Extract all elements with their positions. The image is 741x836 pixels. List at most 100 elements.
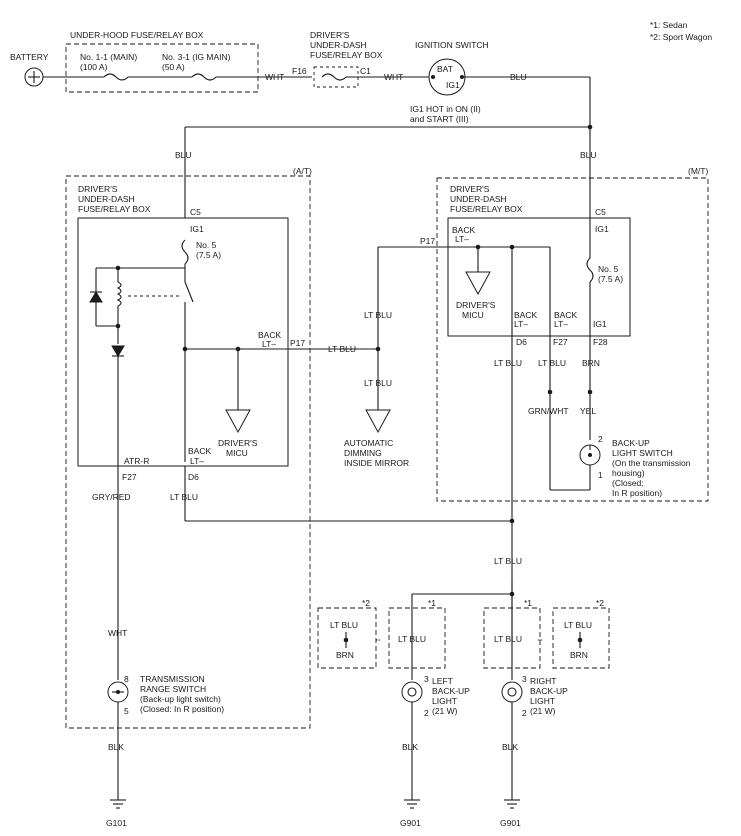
mt-wire-grn-wht: GRN/WHT — [528, 406, 569, 416]
ignition-note-1: IG1 HOT in ON (II) — [410, 104, 481, 114]
at-micu-1: DRIVER'S — [218, 438, 258, 448]
right-label-1: RIGHT — [530, 676, 556, 686]
at-micu-icon — [225, 409, 251, 434]
at-outline — [65, 175, 311, 729]
at-back-lt-1: BACK — [258, 330, 281, 340]
at-box-title-2: UNDER-DASH — [78, 194, 135, 204]
at-atr-r: ATR-R — [124, 456, 149, 466]
inside-mirror: AUTOMATIC DIMMING INSIDE MIRROR — [344, 409, 409, 468]
at-box-title-1: DRIVER'S — [78, 184, 118, 194]
wire-label-wht-1: WHT — [265, 72, 284, 82]
ground-g901-right: G901 — [500, 799, 521, 828]
mt-section: (M/T) DRIVER'S UNDER-DASH FUSE/RELAY BOX… — [420, 166, 708, 640]
mt-back-lt-1: BACK — [452, 225, 475, 235]
left-label-2: BACK-UP — [432, 686, 470, 696]
mt-switch-1: BACK-UP — [612, 438, 650, 448]
dash-top-title-1: DRIVER'S — [310, 30, 350, 40]
right-backup-light-icon — [501, 681, 523, 703]
mt-f27: F27 — [553, 337, 568, 347]
trs-label-4: (Closed: In R position) — [140, 704, 224, 714]
at-back-lt-4: LT– — [190, 456, 204, 466]
dash-fuse-top: DRIVER'S UNDER-DASH FUSE/RELAY BOX F16 C… — [292, 30, 383, 88]
mt-wire-lt-blu-2: LT BLU — [538, 358, 566, 368]
battery: BATTERY — [10, 52, 49, 87]
at-wire-blk: BLK — [108, 742, 124, 752]
fuse-main-rating: (100 A) — [80, 62, 108, 72]
mt-col-back2-1: BACK — [554, 310, 577, 320]
at-tag: (A/T) — [293, 166, 312, 176]
mt-outline — [436, 177, 709, 502]
left-star1: *1 — [428, 598, 436, 608]
note-sport-wagon: *2: Sport Wagon — [650, 32, 712, 42]
mt-wire-brn: BRN — [582, 358, 600, 368]
ground-g901-left-label: G901 — [400, 818, 421, 828]
mirror-label-1: AUTOMATIC — [344, 438, 393, 448]
mt-f28: F28 — [593, 337, 608, 347]
mt-switch-4: housing) — [612, 468, 645, 478]
left-wagon-connector — [317, 607, 377, 669]
dash-top-title-3: FUSE/RELAY BOX — [310, 50, 383, 60]
right-wire-blk: BLK — [502, 742, 518, 752]
left-pin-3: 3 — [424, 674, 429, 684]
left-wire-blk: BLK — [402, 742, 418, 752]
at-fuse-box — [77, 217, 289, 467]
right-label-2: BACK-UP — [530, 686, 568, 696]
left-star2: *2 — [362, 598, 370, 608]
at-back-lt-2: LT– — [262, 339, 276, 349]
at-fuse5-rating: (7.5 A) — [196, 250, 221, 260]
mirror-label-3: INSIDE MIRROR — [344, 458, 409, 468]
dash-top-pin-f16: F16 — [292, 66, 307, 76]
mirror-icon — [365, 409, 391, 434]
mt-wire-lt-blu: LT BLU — [494, 358, 522, 368]
mt-micu-icon — [465, 271, 491, 296]
note-sedan: *1: Sedan — [650, 20, 688, 30]
at-d6: D6 — [188, 472, 199, 482]
fuse-ig-main-icon — [191, 73, 217, 81]
wire-label-ltblu-mirror-2: LT BLU — [364, 378, 392, 388]
right-pin-2: 2 — [522, 708, 527, 718]
ignition-note-2: and START (III) — [410, 114, 469, 124]
at-relay-contact — [184, 281, 194, 303]
right-wagon-brn: BRN — [570, 650, 588, 660]
mt-switch-5: (Closed: — [612, 478, 644, 488]
underhood-box-outline — [65, 43, 259, 93]
ground-g101-label: G101 — [106, 818, 127, 828]
left-sedan-connector — [388, 607, 446, 669]
left-wagon-ltblu: LT BLU — [330, 620, 358, 630]
wire-label-blu-at: BLU — [175, 150, 192, 160]
at-diode-icon — [111, 345, 125, 357]
wire-label-ltblu-mirror-1: LT BLU — [364, 310, 392, 320]
right-sedan-ltblu: LT BLU — [494, 634, 522, 644]
wire-label-ltblu-p17: LT BLU — [328, 344, 356, 354]
mt-wire-yel: YEL — [580, 406, 596, 416]
at-box-title-3: FUSE/RELAY BOX — [78, 204, 151, 214]
left-pin-2: 2 — [424, 708, 429, 718]
mt-tag: (M/T) — [688, 166, 708, 176]
right-wagon-ltblu: LT BLU — [564, 620, 592, 630]
at-relay-coil-icon — [116, 281, 122, 307]
left-light-group: *2 *1 LT BLU BRN LT BLU ⇔ 3 2 LEFT BACK-… — [317, 594, 470, 800]
right-pin-3: 3 — [522, 674, 527, 684]
at-ig1: IG1 — [190, 224, 204, 234]
mt-box-title-3: FUSE/RELAY BOX — [450, 204, 523, 214]
mirror-label-2: DIMMING — [344, 448, 382, 458]
mt-back-lt-2: LT– — [455, 234, 469, 244]
mt-switch-2: LIGHT SWITCH — [612, 448, 673, 458]
wire-label-blu-1: BLU — [510, 72, 527, 82]
left-label-3: LIGHT — [432, 696, 457, 706]
left-wagon-brn: BRN — [336, 650, 354, 660]
dash-top-title-2: UNDER-DASH — [310, 40, 367, 50]
underhood-fuse-box: UNDER-HOOD FUSE/RELAY BOX No. 1-1 (MAIN)… — [65, 30, 259, 93]
at-fuse5-label: No. 5 — [196, 240, 217, 250]
mt-col-back2-2: LT– — [554, 319, 568, 329]
fuse-ig-main-rating: (50 A) — [162, 62, 185, 72]
mt-fuse5-icon — [586, 257, 594, 283]
right-star2: *2 — [596, 598, 604, 608]
mt-switch-3: (On the transmission — [612, 458, 691, 468]
trs-pin-8: 8 — [124, 674, 129, 684]
dash-top-fuse-icon — [321, 73, 347, 81]
mt-col-back1-1: BACK — [514, 310, 537, 320]
ignition-title: IGNITION SWITCH — [415, 40, 489, 50]
mt-fuse5-label: No. 5 — [598, 264, 619, 274]
